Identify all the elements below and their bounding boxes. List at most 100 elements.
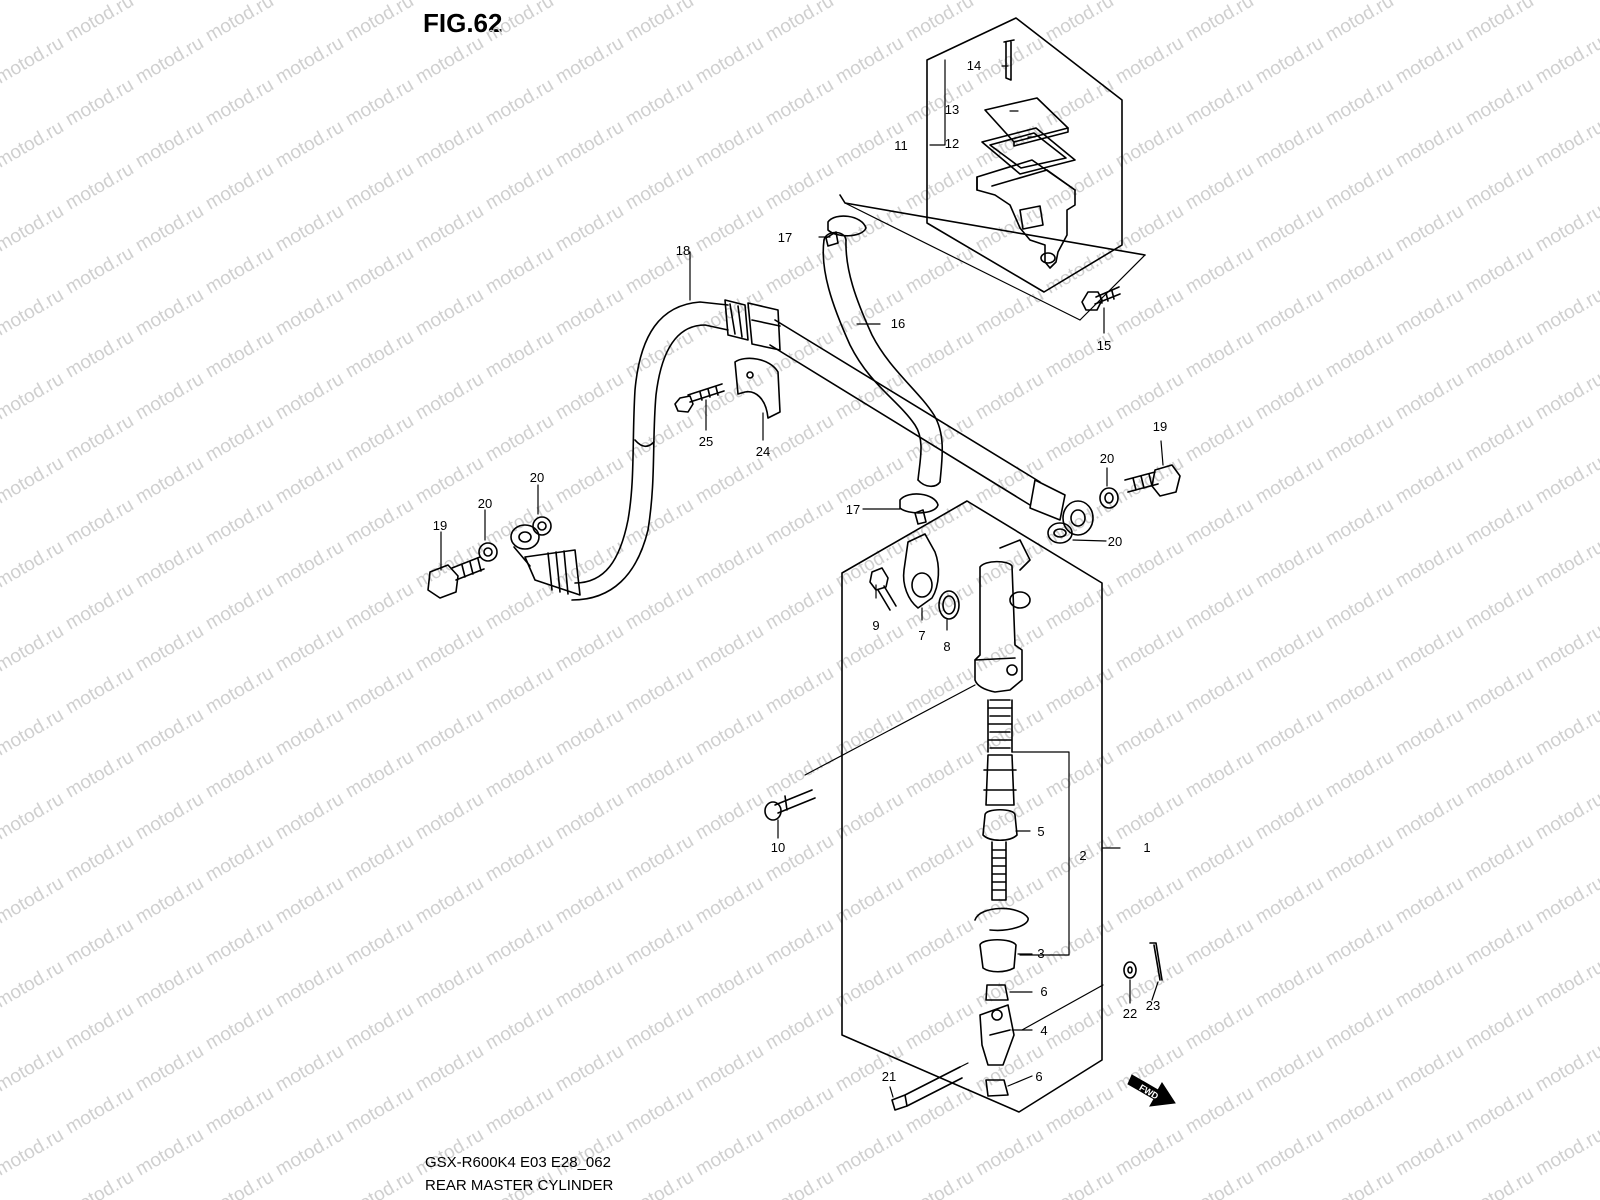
watermark-text: motod.ru: [972, 621, 1047, 677]
watermark-text: motod.ru: [412, 537, 487, 593]
watermark-text: motod.ru: [1112, 285, 1187, 341]
watermark-text: motod.ru: [272, 0, 347, 4]
bolt-25: [687, 383, 725, 403]
watermark-text: motod.ru: [832, 537, 907, 593]
watermark-text: motod.ru: [762, 999, 837, 1055]
watermark-text: motod.ru: [762, 495, 837, 551]
nut-6-lower: [985, 1079, 1009, 1097]
watermark-text: motod.ru: [972, 201, 1047, 257]
watermark-text: motod.ru: [1252, 1041, 1327, 1097]
watermark-text: motod.ru: [62, 915, 137, 971]
watermark-text: motod.ru: [342, 1083, 417, 1139]
nut-6-upper: [985, 984, 1009, 1001]
watermark-text: motod.ru: [692, 1041, 767, 1097]
watermark-text: motod.ru: [1112, 705, 1187, 761]
hose-18: [574, 301, 729, 584]
callout-13: 13: [945, 102, 959, 117]
watermark-text: motod.ru: [62, 663, 137, 719]
watermark-text: motod.ru: [1322, 327, 1397, 383]
watermark-text: motod.ru: [132, 453, 207, 509]
watermark-text: motod.ru: [1252, 957, 1327, 1013]
watermark-text: motod.ru: [1532, 537, 1600, 593]
watermark-text: motod.ru: [1252, 789, 1327, 845]
watermark-text: motod.ru: [202, 747, 277, 803]
watermark-text: motod.ru: [622, 75, 697, 131]
watermark-text: motod.ru: [1532, 0, 1600, 4]
figure-title: FIG.62: [423, 8, 503, 38]
watermark-text: motod.ru: [342, 159, 417, 215]
watermark-text: motod.ru: [1042, 663, 1117, 719]
callout-23: 23: [1146, 998, 1160, 1013]
reservoir-group-box: [926, 17, 1123, 293]
watermark-text: motod.ru: [692, 285, 767, 341]
watermark-text: motod.ru: [902, 999, 977, 1055]
watermark-text: motod.ru: [1182, 999, 1257, 1055]
watermark-text: motod.ru: [412, 957, 487, 1013]
watermark-text: motod.ru: [482, 327, 557, 383]
watermark-text: motod.ru: [1112, 537, 1187, 593]
watermark-text: motod.ru: [1252, 33, 1327, 89]
watermark-text: motod.ru: [1532, 705, 1600, 761]
watermark-text: motod.ru: [342, 747, 417, 803]
watermark-text: motod.ru: [0, 117, 67, 173]
watermark-text: motod.ru: [1112, 201, 1187, 257]
watermark-text: motod.ru: [1182, 243, 1257, 299]
watermark-text: motod.ru: [412, 705, 487, 761]
watermark-text: motod.ru: [902, 831, 977, 887]
washer-20-left-a: [478, 542, 498, 562]
watermark-text: motod.ru: [1392, 1125, 1467, 1181]
callout-19-left: 19: [433, 518, 447, 533]
watermark-text: motod.ru: [62, 579, 137, 635]
watermark-text: motod.ru: [342, 327, 417, 383]
watermark-text: motod.ru: [622, 915, 697, 971]
watermark-text: motod.ru: [62, 411, 137, 467]
watermark-text: motod.ru: [62, 327, 137, 383]
pipe-clamp: [747, 302, 781, 351]
watermark-text: motod.ru: [342, 915, 417, 971]
watermark-text: motod.ru: [762, 579, 837, 635]
callout-22: 22: [1123, 1006, 1137, 1021]
watermark-text: motod.ru: [1462, 495, 1537, 551]
watermark-text: motod.ru: [1112, 621, 1187, 677]
watermark-text: motod.ru: [692, 537, 767, 593]
watermark-text: motod.ru: [762, 411, 837, 467]
watermark-text: motod.ru: [1252, 537, 1327, 593]
watermark-text: motod.ru: [552, 789, 627, 845]
callout-5: 5: [1037, 824, 1044, 839]
master-cylinder-body: [974, 560, 1023, 693]
clevis-4: [979, 1004, 1015, 1066]
watermark-text: motod.ru: [1182, 663, 1257, 719]
watermark-text: motod.ru: [1392, 873, 1467, 929]
watermark-text: motod.ru: [342, 663, 417, 719]
watermark-text: motod.ru: [1462, 831, 1537, 887]
watermark-text: motod.ru: [552, 285, 627, 341]
watermark-text: motod.ru: [0, 369, 67, 425]
watermark-text: motod.ru: [202, 75, 277, 131]
watermark-text: motod.ru: [832, 873, 907, 929]
pin-21: [891, 1066, 963, 1111]
callout-20-left-a: 20: [478, 496, 492, 511]
watermark-text: motod.ru: [762, 243, 837, 299]
watermark-text: motod.ru: [412, 873, 487, 929]
watermark-text: motod.ru: [412, 1125, 487, 1181]
model-code: GSX-R600K4 E03 E28_062: [425, 1154, 611, 1171]
watermark-text: motod.ru: [132, 1125, 207, 1181]
watermark-text: motod.ru: [552, 117, 627, 173]
watermark-text: motod.ru: [1392, 33, 1467, 89]
watermark-text: motod.ru: [202, 159, 277, 215]
watermark-text: motod.ru: [1322, 0, 1397, 46]
watermark-text: motod.ru: [132, 117, 207, 173]
watermark-text: motod.ru: [62, 495, 137, 551]
watermark-text: motod.ru: [1322, 75, 1397, 131]
watermark-text: motod.ru: [132, 705, 207, 761]
boot-3: [979, 938, 1017, 973]
watermark-text: motod.ru: [412, 33, 487, 89]
banjo-bolt-19-right: [1124, 471, 1159, 493]
callout-20-right-a: 20: [1100, 451, 1114, 466]
watermark-text: motod.ru: [272, 285, 347, 341]
watermark-text: motod.ru: [272, 621, 347, 677]
callout-6-lower: 6: [1035, 1069, 1042, 1084]
banjo-bolt-19-left: [451, 556, 485, 581]
screw-14: [1003, 39, 1015, 81]
watermark-text: motod.ru: [62, 159, 137, 215]
